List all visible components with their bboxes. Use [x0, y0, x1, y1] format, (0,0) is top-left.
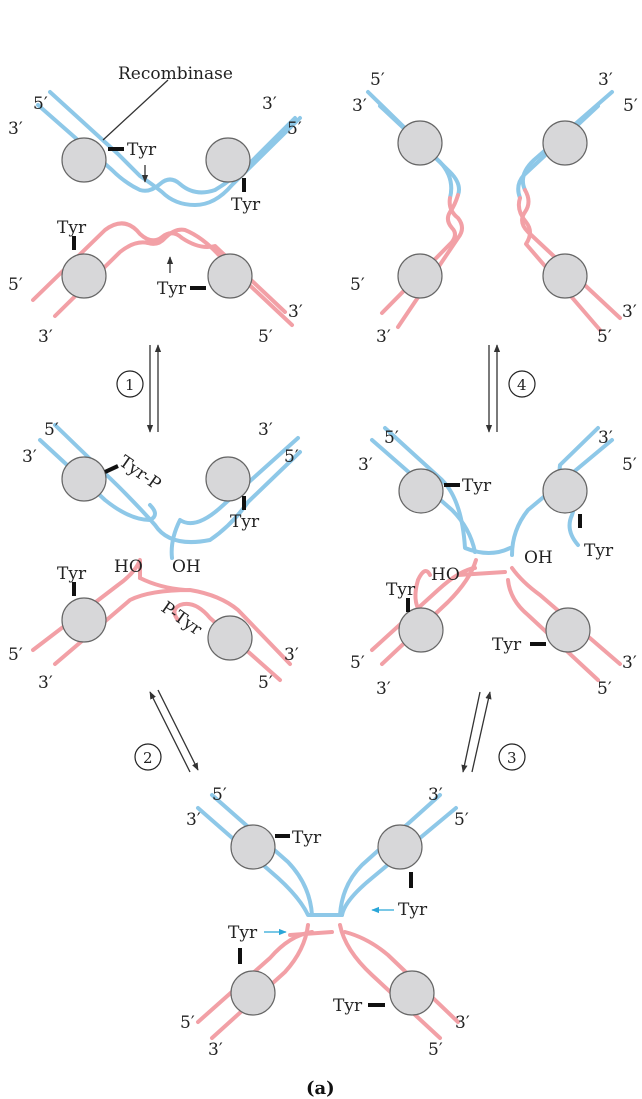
recombinase-protein	[398, 607, 444, 653]
figure-caption: (a)	[306, 1078, 335, 1099]
five-prime-label: 5′	[454, 810, 469, 830]
recombinase-protein	[61, 456, 107, 502]
step-number: 4	[517, 376, 527, 394]
hydroxyl-label: HO	[114, 557, 143, 577]
three-prime-label: 3′	[358, 455, 373, 475]
hydroxyl-label: HO	[431, 565, 460, 585]
recombinase-protein	[545, 607, 591, 653]
three-prime-label: 3′	[38, 327, 53, 347]
five-prime-label: 5′	[44, 420, 59, 440]
three-prime-label: 3′	[455, 1013, 470, 1033]
panel-middle-right: Tyr Tyr Tyr Tyr HO OH 5′ 3′ 3′ 5′ 5′ 3′ …	[350, 426, 637, 699]
five-prime-label: 5′	[428, 1040, 443, 1060]
tyr-label: Tyr	[157, 279, 187, 299]
three-prime-label: 3′	[598, 70, 613, 90]
recombinase-protein	[230, 824, 276, 870]
step-number: 3	[507, 749, 517, 767]
five-prime-label: 5′	[258, 673, 273, 693]
five-prime-label: 5′	[350, 275, 365, 295]
tyr-label: Tyr	[231, 195, 261, 215]
step-4-equilibrium: 4	[485, 344, 536, 433]
five-prime-label: 5′	[623, 96, 638, 116]
step-number: 1	[125, 376, 135, 394]
recombinase-protein	[61, 597, 107, 643]
recombinase-protein	[61, 137, 107, 183]
tyr-label: Tyr	[57, 564, 87, 584]
step-1-equilibrium: 1	[116, 344, 162, 433]
recombinase-protein	[377, 824, 423, 870]
step-2-equilibrium: 2	[134, 689, 199, 773]
five-prime-label: 5′	[370, 70, 385, 90]
tyr-label: Tyr	[398, 900, 428, 920]
five-prime-label: 5′	[33, 94, 48, 114]
five-prime-label: 5′	[597, 679, 612, 699]
tyr-label: Tyr	[386, 580, 416, 600]
tyr-label: Tyr	[333, 996, 363, 1016]
three-prime-label: 3′	[258, 420, 273, 440]
panel-top-right: 5′ 3′ 3′ 5′ 5′ 3′ 3′ 5′	[350, 70, 638, 347]
five-prime-label: 5′	[258, 327, 273, 347]
tyr-label: Tyr	[230, 512, 260, 532]
recombinase-protein	[230, 970, 276, 1016]
five-prime-label: 5′	[622, 455, 637, 475]
hydroxyl-label: OH	[524, 548, 553, 568]
tyr-label: Tyr	[127, 140, 157, 160]
recombinase-protein	[389, 970, 435, 1016]
recombinase-protein	[61, 253, 107, 299]
three-prime-label: 3′	[598, 428, 613, 448]
recombinase-protein	[397, 253, 443, 299]
recombinase-protein	[542, 253, 588, 299]
three-prime-label: 3′	[376, 327, 391, 347]
three-prime-label: 3′	[186, 810, 201, 830]
recombinase-protein	[542, 120, 588, 166]
five-prime-label: 5′	[384, 428, 399, 448]
three-prime-label: 3′	[376, 679, 391, 699]
three-prime-label: 3′	[428, 785, 443, 805]
tyr-label: Tyr	[492, 635, 522, 655]
recombinase-protein	[205, 137, 251, 183]
three-prime-label: 3′	[622, 653, 637, 673]
panel-middle-left: Tyr-P Tyr Tyr P-Tyr HO OH 5′ 3′ 3′ 5′ 5′…	[8, 420, 302, 693]
three-prime-label: 3′	[22, 447, 37, 467]
recombinase-protein	[207, 253, 253, 299]
three-prime-label: 3′	[38, 673, 53, 693]
panel-bottom: Tyr Tyr Tyr Tyr 5′ 3′ 3′ 5′ 5′ 3′ 3′ 5′	[180, 785, 470, 1060]
three-prime-label: 3′	[208, 1040, 223, 1060]
tyr-label: Tyr	[228, 923, 258, 943]
step-3-equilibrium: 3	[461, 691, 526, 773]
five-prime-label: 5′	[350, 653, 365, 673]
three-prime-label: 3′	[288, 302, 303, 322]
three-prime-label: 3′	[352, 96, 367, 116]
five-prime-label: 5′	[212, 785, 227, 805]
five-prime-label: 5′	[180, 1013, 195, 1033]
three-prime-label: 3′	[622, 302, 637, 322]
step-number: 2	[143, 749, 153, 767]
tyr-label: Tyr	[462, 476, 492, 496]
recombinase-protein	[397, 120, 443, 166]
tyr-label: Tyr	[584, 541, 614, 561]
recombinase-protein	[542, 468, 588, 514]
five-prime-label: 5′	[597, 327, 612, 347]
hydroxyl-label: OH	[172, 557, 201, 577]
tyr-label: Tyr	[57, 218, 87, 238]
three-prime-label: 3′	[284, 645, 299, 665]
five-prime-label: 5′	[284, 447, 299, 467]
three-prime-label: 3′	[8, 119, 23, 139]
three-prime-label: 3′	[262, 94, 277, 114]
recombinase-protein	[205, 456, 251, 502]
recombinase-protein	[398, 468, 444, 514]
five-prime-label: 5′	[8, 645, 23, 665]
recombinase-label: Recombinase	[118, 64, 233, 84]
five-prime-label: 5′	[8, 275, 23, 295]
tyr-label: Tyr	[292, 828, 322, 848]
five-prime-label: 5′	[287, 119, 302, 139]
panel-top-left: Recombinase Tyr Tyr Tyr Tyr 5′ 3′ 3′ 5′ …	[8, 64, 303, 347]
recombinase-protein	[207, 615, 253, 661]
